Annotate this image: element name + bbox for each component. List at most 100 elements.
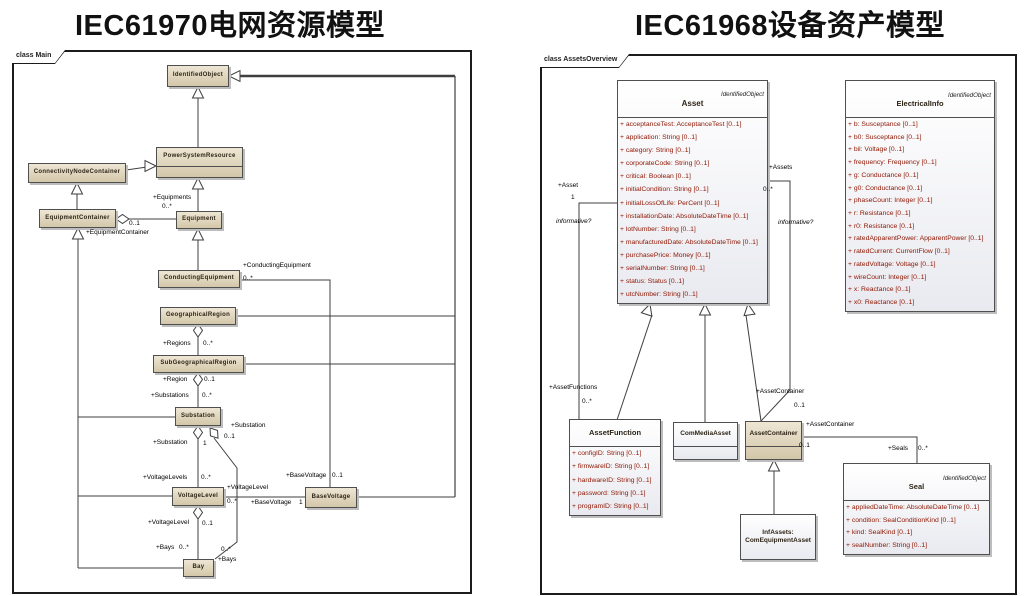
edge-label: informative? [778,219,814,226]
edge-label: informative? [556,218,592,225]
generalization-arrow-icon [71,226,85,240]
frame-tab-label: class Main [12,50,65,63]
uml-class-powersystemresource: PowerSystemResource [156,147,243,178]
connector-line [616,314,653,421]
uml-class-bay: Bay [183,559,214,577]
edge-label: 1 [571,194,575,201]
class-attribute: + g: Conductance [0..1] [848,171,919,179]
class-attribute: + r: Resistance [0..1] [848,209,911,217]
class-name: Equipment [182,216,216,223]
uml-class-geographicalregion: GeographicalRegion [160,307,236,325]
edge-label: 0..1 [204,376,215,383]
connector-line [802,436,918,463]
edge-label: 1 [203,440,207,447]
uml-class-equipment: Equipment [176,211,222,229]
edge-label: +Substation [231,422,266,429]
class-name: ElectricalInfo [896,98,944,108]
edge-label: 0..1 [224,433,235,440]
class-name: VoltageLevel [177,492,219,499]
aggregation-diamond-icon [209,427,219,439]
frame-iec61968 [540,54,1017,595]
class-attribute: + kind: SealKind [0..1] [846,529,913,537]
connector-line [213,437,238,560]
class-attribute: + programID: String [0..1] [572,502,649,510]
uml-class-comequipmentasset: InfAssets:ComEquipmentAsset [740,514,816,560]
class-name: BaseVoltage [311,493,351,500]
diagram-title-iec61968: IEC61968设备资产模型 [635,10,945,42]
class-name: ComMediaAsset [680,430,731,438]
class-name: ConnectivityNodeContainer [33,169,121,176]
edge-label: 0..* [201,474,211,481]
generalization-arrow-icon [227,69,241,83]
edge-label: 1 [299,499,303,506]
uml-class-subgeographicalregion: SubGeographicalRegion [153,355,244,373]
uml-class-equipmentcontainer: EquipmentContainer [39,209,116,228]
class-attribute: + serialNumber: String [0..1] [620,264,705,272]
class-name: EquipmentContainer [45,214,110,221]
uml-class-identifiedobject: IdentifiedObject [167,65,229,87]
edge-label: 0..* [918,445,928,452]
edge-label: +EquipmentContainer [86,229,150,236]
uml-class-assetcontainer: AssetContainer [745,421,802,460]
class-name: InfAssets:ComEquipmentAsset [745,528,811,544]
edge-label: 0..* [162,203,172,210]
empty-compartment [157,166,242,177]
uml-class-voltagelevel: VoltageLevel [172,487,224,506]
edge-label: 0..* [582,398,592,405]
class-stereotype: IdentifiedObject [948,91,991,99]
class-attribute: + acceptanceTest: AcceptanceTest [0..1] [620,121,742,129]
generalization-arrow-icon [144,159,158,173]
class-name: SubGeographicalRegion [160,360,237,367]
generalization-arrow-icon [191,227,205,241]
edge-label: +BaseVoltage [286,472,327,479]
class-attribute: + b0: Susceptance [0..1] [848,133,922,141]
class-attribute: + critical: Boolean [0..1] [620,173,691,181]
connector-line [745,314,762,422]
edge-label: +Asset [558,182,579,189]
edge-label: 0..1 [799,442,810,449]
edge-label: +Substation [153,439,188,446]
connector-line [125,166,148,171]
class-name: Bay [192,564,205,571]
edge-label: +VoltageLevels [143,474,188,481]
generalization-arrow-icon [70,181,84,195]
frame-tab-iec61970: class Main [12,50,66,64]
class-attribute: + application: String [0..1] [620,134,697,142]
generalization-arrow-icon [743,302,756,317]
aggregation-diamond-icon [192,323,204,338]
class-attribute: + frequency: Frequency [0..1] [848,159,937,167]
diagram-title-iec61970: IEC61970电网资源模型 [75,10,385,42]
uml-class-basevoltage: BaseVoltage [305,487,357,508]
empty-compartment [674,446,737,459]
edge-label: +Regions [163,340,191,347]
edge-label: 0..* [203,340,213,347]
class-attribute: + ratedCurrent: CurrentFlow [0..1] [848,248,950,256]
class-attribute: + utcNumber: String [0..1] [620,290,698,298]
class-attribute: + lotNumber: String [0..1] [620,225,696,233]
connector-line [760,180,791,422]
class-attribute: + configID: String [0..1] [572,450,642,458]
aggregation-diamond-icon [115,213,130,225]
class-attribute: + initialLossOfLife: PerCent [0..1] [620,199,720,207]
edge-label: +Bays [218,556,237,563]
class-attribute: + corporateCode: String [0..1] [620,160,710,168]
class-attribute: + purchasePrice: Money [0..1] [620,251,711,259]
edge-label: 0..* [763,186,773,193]
class-name: ConductingEquipment [163,275,235,282]
aggregation-diamond-icon [192,372,204,387]
class-attribute: + initialCondition: String [0..1] [620,186,709,194]
class-attribute: + installationDate: AbsoluteDateTime [0.… [620,212,749,220]
class-attribute: + g0: Conductance [0..1] [848,184,923,192]
edge-label: 0..* [221,546,231,553]
uml-class-substation: Substation [175,407,221,426]
edge-label: 0..1 [202,520,213,527]
class-name: GeographicalRegion [165,312,231,319]
edge-label: +Equipments [153,194,192,201]
edge-label: +Region [163,376,188,383]
class-attribute: + r0: Resistance [0..1] [848,222,915,230]
uml-class-assetfunction: AssetFunction+ configID: String [0..1]+ … [569,419,661,516]
